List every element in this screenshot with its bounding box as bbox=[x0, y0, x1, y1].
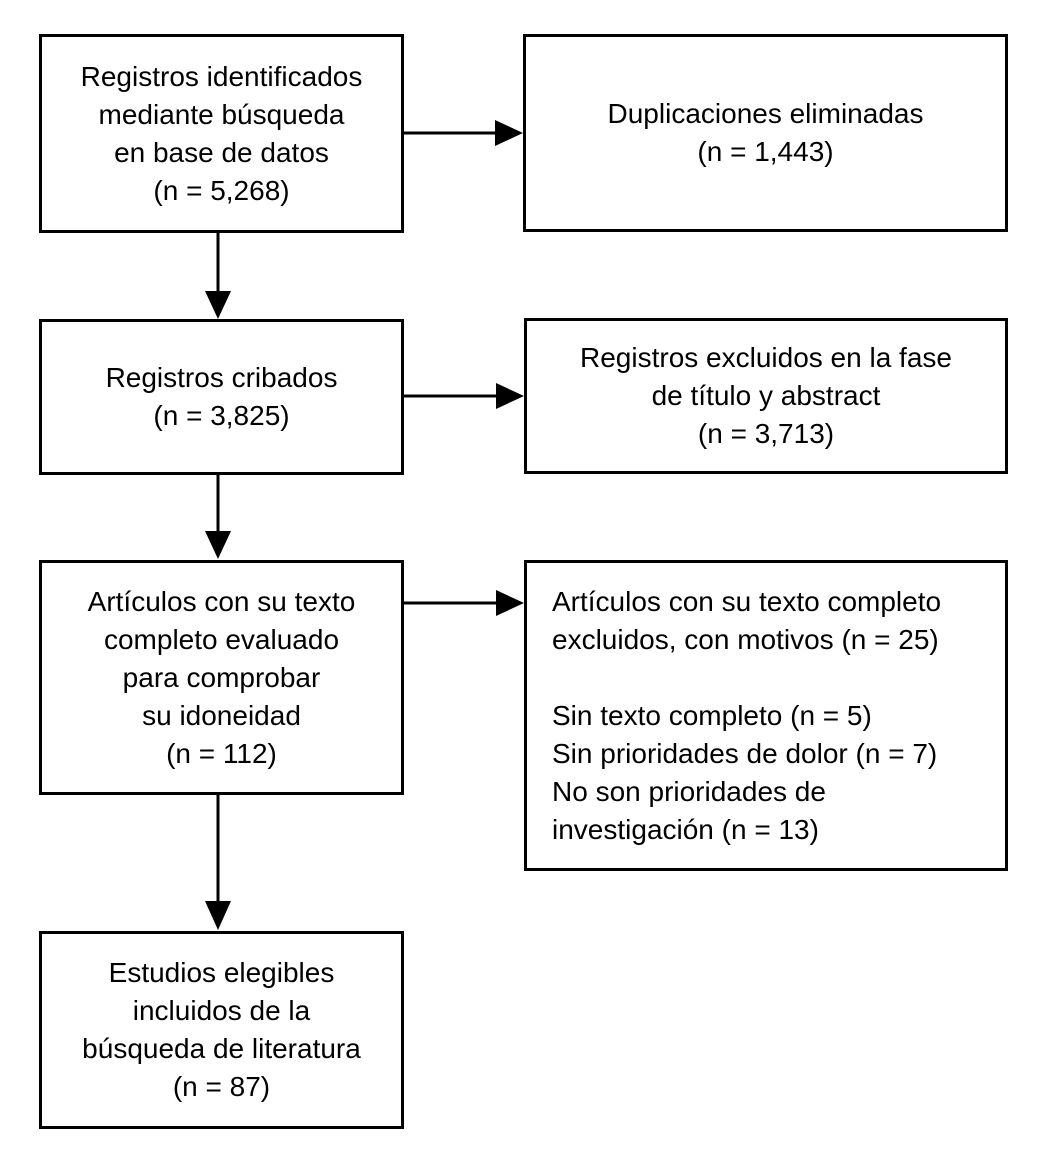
box-fulltext-assessed-text: Artículos con su texto completo evaluado… bbox=[87, 585, 356, 769]
arrowhead-right-icon bbox=[496, 590, 524, 616]
arrow-identified-to-duplicates bbox=[404, 120, 523, 146]
box-records-screened: Registros cribados (n = 3,825) bbox=[39, 319, 404, 475]
box-fulltext-excluded-with-reasons-text: Artículos con su texto completo excluido… bbox=[552, 585, 942, 845]
box-records-identified: Registros identificados mediante búsqued… bbox=[39, 34, 404, 233]
arrow-screened-to-fulltext bbox=[205, 475, 231, 559]
arrow-screened-to-excluded bbox=[404, 383, 524, 409]
box-fulltext-assessed: Artículos con su texto completo evaluado… bbox=[39, 560, 404, 795]
arrowhead-down-icon bbox=[205, 901, 231, 930]
box-records-excluded-title-abstract: Registros excluidos en la fase de título… bbox=[524, 318, 1008, 474]
box-records-excluded-title-abstract-text: Registros excluidos en la fase de título… bbox=[580, 342, 952, 449]
box-duplicates-removed: Duplicaciones eliminadas (n = 1,443) bbox=[523, 34, 1008, 232]
arrow-fulltext-to-included bbox=[205, 795, 231, 930]
arrow-identified-to-screened bbox=[205, 233, 231, 319]
box-records-screened-text: Registros cribados (n = 3,825) bbox=[105, 362, 338, 431]
box-fulltext-excluded-with-reasons: Artículos con su texto completo excluido… bbox=[524, 560, 1008, 871]
box-records-identified-text: Registros identificados mediante búsqued… bbox=[80, 60, 363, 206]
arrowhead-down-icon bbox=[205, 291, 231, 319]
arrowhead-right-icon bbox=[496, 383, 524, 409]
box-studies-included-text: Estudios elegibles incluidos de la búsqu… bbox=[82, 957, 361, 1102]
arrowhead-right-icon bbox=[495, 120, 523, 146]
box-studies-included: Estudios elegibles incluidos de la búsqu… bbox=[39, 931, 404, 1129]
arrowhead-down-icon bbox=[205, 531, 231, 559]
arrow-fulltext-to-excluded bbox=[404, 590, 524, 616]
box-duplicates-removed-text: Duplicaciones eliminadas (n = 1,443) bbox=[607, 98, 924, 167]
